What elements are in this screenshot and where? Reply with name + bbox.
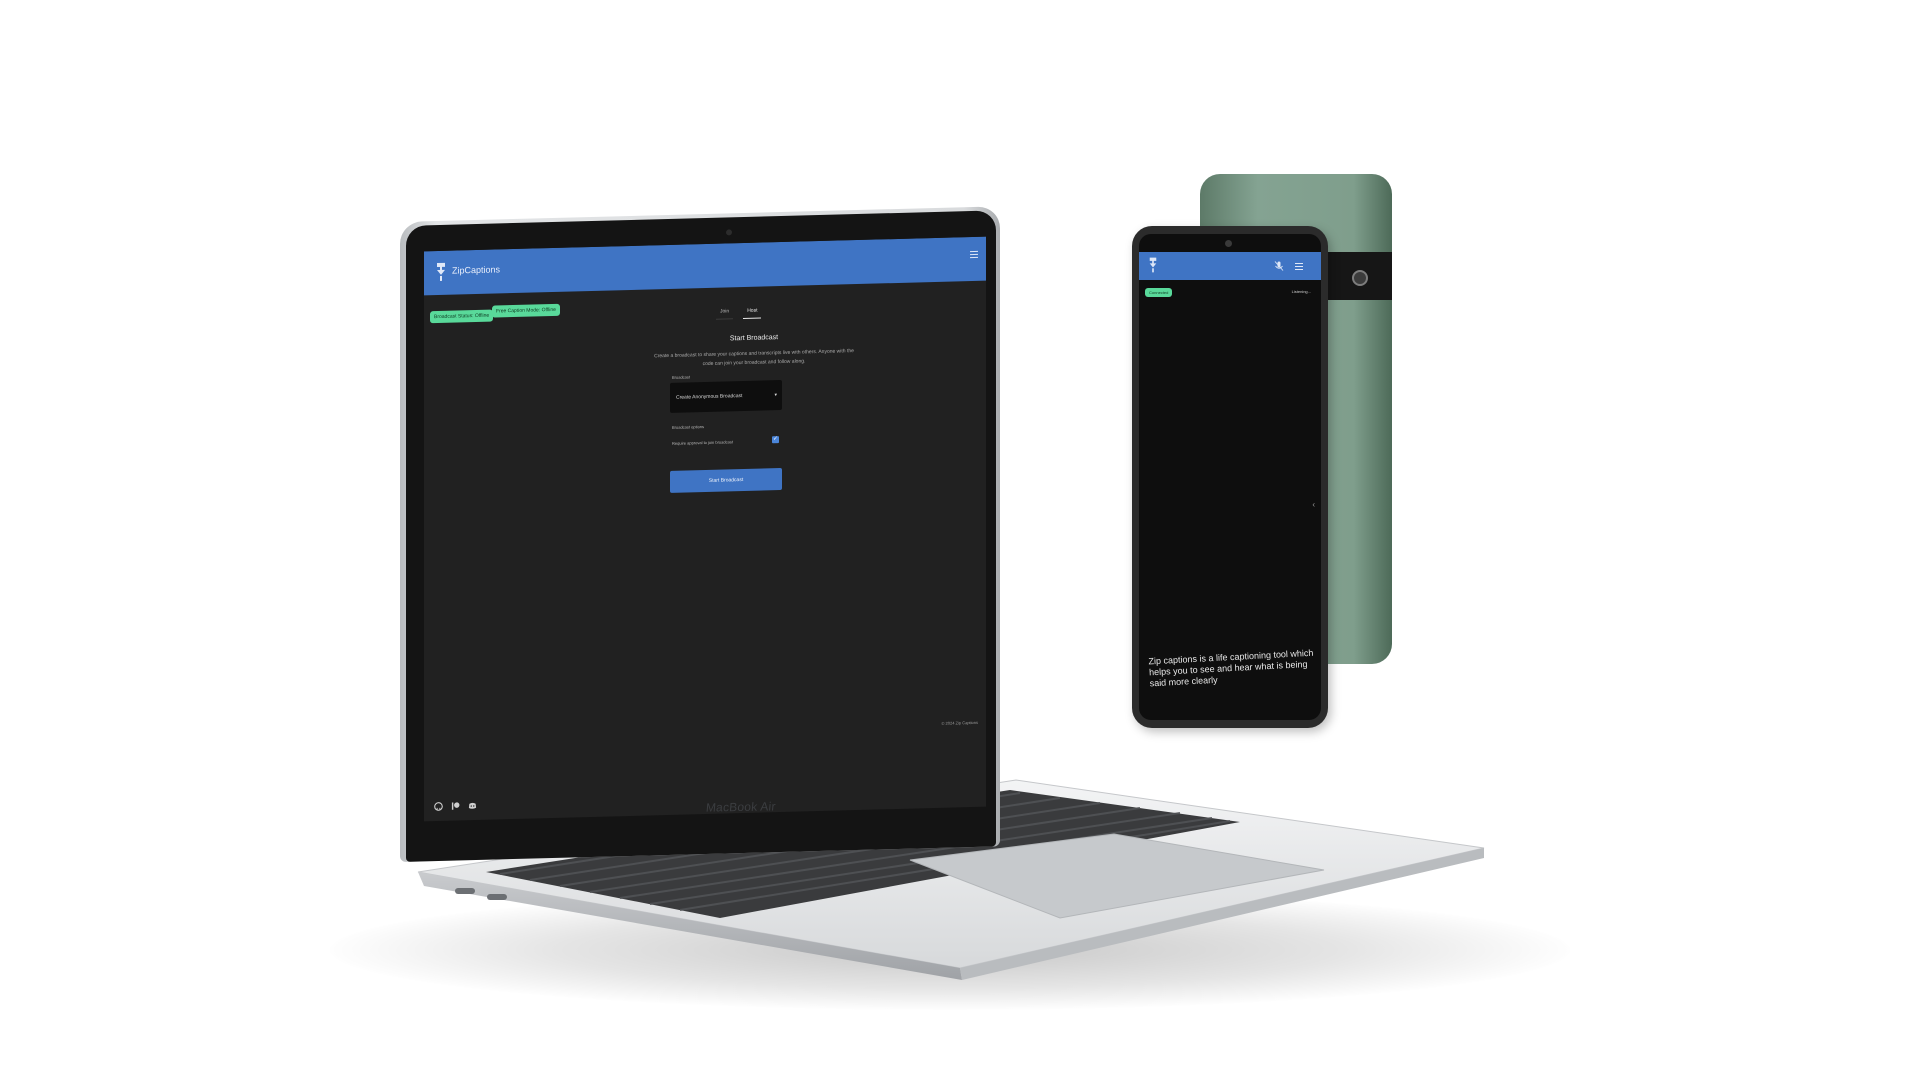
start-broadcast-button[interactable]: Start Broadcast <box>670 467 782 493</box>
discord-icon[interactable] <box>468 801 477 810</box>
broadcast-select[interactable]: Create Anonymous Broadcast ▾ <box>670 379 782 413</box>
github-icon[interactable] <box>434 802 443 811</box>
usb-c-port-1 <box>455 888 475 894</box>
lid-bezel: ZipCaptions Broadcast Status: Offline Fr… <box>406 210 996 862</box>
broadcast-status-chip: Broadcast Status: Offline <box>430 309 494 324</box>
approval-option-label: Require approval to join broadcast <box>672 439 733 446</box>
broadcast-select-value: Create Anonymous Broadcast <box>676 393 743 401</box>
tab-join[interactable]: Join <box>716 308 734 320</box>
approval-checkbox[interactable]: ✓ <box>772 436 779 444</box>
broadcast-intro: Start Broadcast Create a broadcast to sh… <box>644 332 864 371</box>
options-heading: Broadcast options <box>672 424 705 430</box>
caret-down-icon: ▾ <box>774 392 777 399</box>
patreon-icon[interactable] <box>451 801 460 810</box>
phone-app-bar <box>1139 252 1321 280</box>
free-caption-chip: Free Caption Mode: Offline <box>492 303 560 318</box>
join-host-tabs: Join Host <box>716 307 762 320</box>
tab-host[interactable]: Host <box>743 307 762 320</box>
phone-screen: Connected Listening... ‹ Zip captions is… <box>1139 234 1321 720</box>
front-camera <box>1225 240 1232 247</box>
microphone-off-icon[interactable] <box>1273 260 1285 272</box>
listening-status: Listening... <box>1291 289 1311 294</box>
zip-logo-icon[interactable] <box>434 261 448 283</box>
section-title: Start Broadcast <box>729 334 779 343</box>
broadcast-select-label: Broadcast <box>672 374 691 380</box>
app-bar: ZipCaptions <box>424 236 986 296</box>
copyright-text: © 2024 Zip Captions <box>941 719 978 726</box>
connection-status-chip: Connected <box>1145 288 1173 297</box>
rear-camera-lens <box>1352 270 1368 286</box>
hamburger-menu-icon[interactable] <box>1295 263 1303 272</box>
usb-c-port-2 <box>487 894 507 900</box>
macbook-label: MacBook Air <box>705 799 777 815</box>
chevron-left-icon[interactable]: ‹ <box>1312 500 1315 509</box>
zip-logo-icon[interactable] <box>1147 256 1159 274</box>
laptop-lid: ZipCaptions Broadcast Status: Offline Fr… <box>400 206 1000 862</box>
webcam <box>726 229 732 236</box>
floor-shadow <box>330 890 1570 1010</box>
live-caption-text: Zip captions is a life captioning tool w… <box>1148 647 1314 689</box>
section-description: Create a broadcast to share your caption… <box>654 348 854 368</box>
laptop-screen: ZipCaptions Broadcast Status: Offline Fr… <box>424 236 986 822</box>
phone-front: Connected Listening... ‹ Zip captions is… <box>1132 226 1328 728</box>
app-title: ZipCaptions <box>452 264 501 276</box>
footer-social-links <box>434 801 477 811</box>
hamburger-menu-icon[interactable] <box>970 250 978 259</box>
